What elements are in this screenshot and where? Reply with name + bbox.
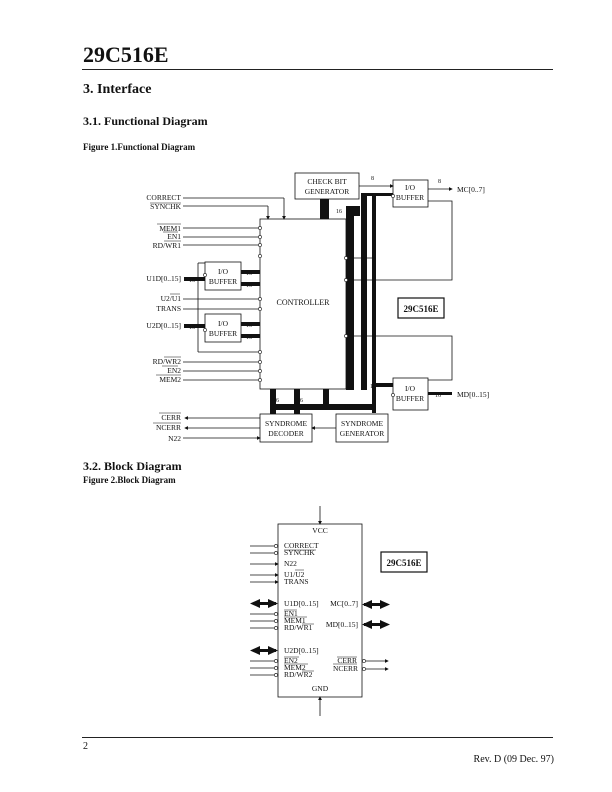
vcc-label: VCC <box>312 526 327 535</box>
subsection-title-functional: 3.1. Functional Diagram <box>83 114 208 128</box>
fd-chip-label-box <box>397 297 445 319</box>
io-buffer-mc-l1: I/O <box>405 183 416 192</box>
pin-u1d: U1D[0..15] <box>284 599 319 608</box>
pin-rdwr1: RD/WR1 <box>284 623 313 632</box>
gnd-label: GND <box>312 684 329 693</box>
io-buffer-u2-block <box>204 313 242 343</box>
bd-chip-label-box <box>380 551 428 573</box>
lbl-synchk: SYNCHK <box>150 202 181 211</box>
bd-right-labels: MC[0..7] MD[0..15] CERR NCERR <box>326 599 358 673</box>
lbl-mem1: MEM1 <box>159 224 181 233</box>
syndrome-decoder-l2: DECODER <box>268 429 303 438</box>
lbl-md: MD[0..15] <box>457 390 489 399</box>
lbl-mc: MC[0..7] <box>457 185 485 194</box>
svg-text:16: 16 <box>246 271 252 277</box>
pin-synchk: SYNCHK <box>284 548 315 557</box>
figure-1-caption: Figure 1.Functional Diagram <box>83 142 196 152</box>
section-title: 3. Interface <box>83 82 152 97</box>
fd-right-labels: MC[0..7] MD[0..15] <box>457 185 489 399</box>
thin-wiring <box>183 184 453 440</box>
svg-text:8: 8 <box>438 179 441 185</box>
pin-mem2: MEM2 <box>284 663 306 672</box>
subsection-title-block: 3.2. Block Diagram <box>83 459 182 473</box>
svg-text:16: 16 <box>336 209 342 215</box>
lbl-u2u1: U2/U1 <box>161 294 182 303</box>
lbl-ncerr: NCERR <box>156 423 181 432</box>
footer-rule <box>82 737 553 738</box>
lbl-en1: EN1 <box>167 232 181 241</box>
svg-text:8: 8 <box>371 176 374 182</box>
lbl-cerr: CERR <box>161 413 181 422</box>
lbl-rdwr1: RD/WR1 <box>153 241 182 250</box>
io-buffer-mc-block <box>392 179 429 208</box>
svg-text:16: 16 <box>189 278 195 284</box>
controller-block <box>259 218 347 390</box>
io-buffer-md-l2: BUFFER <box>396 394 424 403</box>
check-bit-line2: GENERATOR <box>305 187 349 196</box>
bd-left-labels: CORRECT SYNCHK N22 U1/U2 TRANS U1D[0..15… <box>284 541 319 679</box>
pin-mem1: MEM1 <box>284 616 306 625</box>
svg-text:16: 16 <box>246 283 252 289</box>
io-buffer-u1-l2: BUFFER <box>209 277 237 286</box>
fd-overbars <box>150 202 181 424</box>
svg-text:16: 16 <box>273 398 279 404</box>
svg-text:16: 16 <box>344 405 350 411</box>
lbl-u2d: U2D[0..15] <box>146 321 181 330</box>
input-bubbles <box>203 194 395 397</box>
bd-left-single-pins <box>250 544 389 677</box>
pin-ncerr: NCERR <box>333 664 358 673</box>
pin-correct: CORRECT <box>284 541 319 550</box>
page-number: 2 <box>83 741 88 752</box>
io-buffer-mc-l2: BUFFER <box>396 193 424 202</box>
bd-pin-bubbles <box>274 544 366 677</box>
svg-text:16: 16 <box>370 384 376 390</box>
pin-en1: EN1 <box>284 609 298 618</box>
io-buffer-u1-l1: I/O <box>218 267 229 276</box>
document-title: 29C516E <box>83 42 169 67</box>
syndrome-decoder-block <box>259 413 313 443</box>
syndrome-generator-l2: GENERATOR <box>340 429 384 438</box>
header-rule <box>82 69 553 70</box>
fd-chip-label: 29C516E <box>403 304 438 314</box>
svg-text:16: 16 <box>189 325 195 331</box>
lbl-u1d: U1D[0..15] <box>146 274 181 283</box>
svg-text:16: 16 <box>246 335 252 341</box>
io-buffer-u2-l2: BUFFER <box>209 329 237 338</box>
bd-bus-pins <box>250 599 390 655</box>
pin-u2d: U2D[0..15] <box>284 646 319 655</box>
pin-md: MD[0..15] <box>326 620 358 629</box>
fd-left-labels: CORRECT SYNCHK MEM1 EN1 RD/WR1 U1D[0..15… <box>146 193 181 443</box>
bus-width-labels-dark: 8 8 16 16 <box>273 176 441 404</box>
bus-width-labels: 16 16 16 16 16 16 16 16 16 16 <box>189 209 441 411</box>
pin-n22: N22 <box>284 559 297 568</box>
revision-note: Rev. D (09 Dec. 97) <box>473 754 554 765</box>
lbl-rdwr2: RD/WR2 <box>153 357 182 366</box>
bd-overbars <box>284 549 357 672</box>
pin-u1u2: U1/U2 <box>284 570 305 579</box>
svg-text:16: 16 <box>435 393 441 399</box>
io-buffer-u2-l1: I/O <box>218 319 229 328</box>
controller-label: CONTROLLER <box>277 298 331 307</box>
lbl-trans: TRANS <box>156 304 181 313</box>
pin-mc: MC[0..7] <box>330 599 358 608</box>
bd-chip-label: 29C516E <box>386 558 421 568</box>
syndrome-generator-l1: SYNDROME <box>341 419 384 428</box>
svg-text:16: 16 <box>246 323 252 329</box>
syndrome-decoder-l1: SYNDROME <box>265 419 308 428</box>
lbl-en2: EN2 <box>167 366 181 375</box>
lbl-n22: N22 <box>168 434 181 443</box>
figure-2-caption: Figure 2.Block Diagram <box>83 475 176 485</box>
pin-en2: EN2 <box>284 656 298 665</box>
lbl-mem2: MEM2 <box>159 375 181 384</box>
pin-rdwr2: RD/WR2 <box>284 670 313 679</box>
internal-buses <box>184 193 452 414</box>
pin-trans: TRANS <box>284 577 309 586</box>
svg-text:16: 16 <box>297 398 303 404</box>
lbl-correct: CORRECT <box>146 193 181 202</box>
check-bit-line1: CHECK BIT <box>307 177 347 186</box>
pin-cerr: CERR <box>337 656 357 665</box>
io-buffer-md-l1: I/O <box>405 384 416 393</box>
